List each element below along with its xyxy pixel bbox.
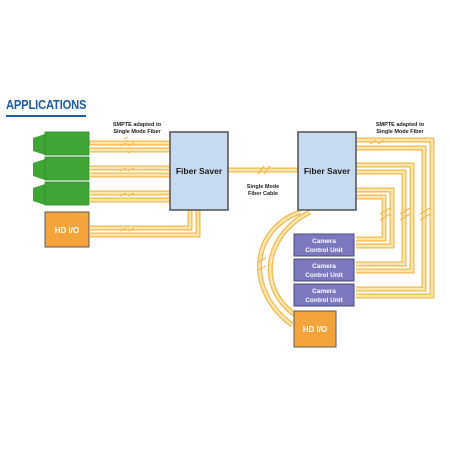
ccu-2: Camera Control Unit [293,258,355,282]
ccu-1: Camera Control Unit [293,233,355,257]
label-smpte-left-line-1: SMPTE adapted to [113,122,162,128]
fiber-saver-left: Fiber Saver [169,131,229,211]
label-smpte-right-line-1: SMPTE adapted to [376,122,425,128]
label-smpte-left-line-2: Single Mode Fiber [113,129,161,135]
label-link-line-2: Fiber Cable [248,191,278,197]
ccu-3-line-2: Control Unit [305,297,343,304]
hd-io-right-label: HD I/O [303,325,327,334]
label-smpte-right-line-2: Single Mode Fiber [376,129,424,135]
cable-hd-io-right [257,209,312,328]
label-link: Single Mode Fiber Cable [247,184,279,197]
fiber-link-cable [228,165,298,175]
fiber-saver-right: Fiber Saver [297,131,357,211]
ccu-3: Camera Control Unit [293,283,355,307]
camera-1 [33,131,90,156]
section-title: APPLICATIONS [6,97,87,112]
cable-camera-2 [90,165,170,178]
fiber-saver-left-label: Fiber Saver [176,166,223,176]
left-cables [87,136,201,238]
right-cables [356,137,435,299]
ccu-2-line-2: Control Unit [305,272,343,279]
section-title-underline [6,115,86,117]
hd-io-left: HD I/O [44,211,90,248]
ccu-1-line-1: Camera [312,238,336,245]
camera-3 [33,181,90,206]
cable-camera-1 [87,136,173,154]
label-smpte-left: SMPTE adapted to Single Mode Fiber [113,122,162,135]
cable-hd-io-left [90,210,201,238]
ccu-2-line-1: Camera [312,263,336,270]
hd-io-right: HD I/O [293,310,337,348]
fiber-saver-right-label: Fiber Saver [304,166,351,176]
ccu-3-line-1: Camera [312,288,336,295]
camera-2 [33,156,90,181]
label-smpte-right: SMPTE adapted to Single Mode Fiber [376,122,425,135]
cable-camera-3 [90,190,170,203]
label-link-line-1: Single Mode [247,184,279,190]
hd-io-left-label: HD I/O [55,226,79,235]
ccu-1-line-2: Control Unit [305,247,343,254]
